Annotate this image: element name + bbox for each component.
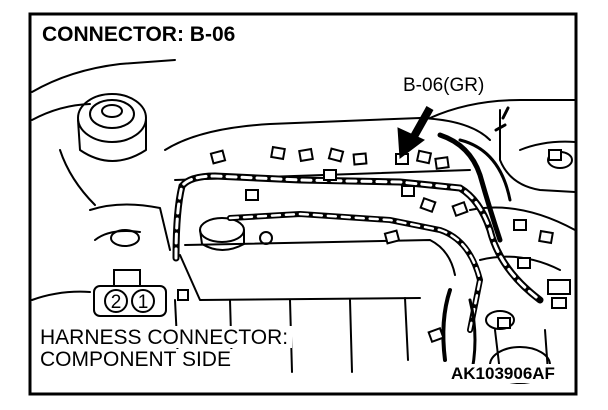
harness-connectors bbox=[177, 145, 571, 344]
connector-face-symbol: 2 1 bbox=[93, 269, 167, 317]
callout-arrow bbox=[397, 106, 434, 159]
caption-line-2: COMPONENT SIDE bbox=[40, 349, 235, 372]
connector-callout-label: B-06(GR) bbox=[401, 75, 487, 96]
connector-pin-2-number: 2 bbox=[111, 292, 122, 313]
caption-line-1: HARNESS CONNECTOR: bbox=[40, 326, 293, 348]
wiring-harness bbox=[172, 132, 544, 382]
diagram-title: CONNECTOR: B-06 bbox=[40, 22, 242, 48]
connector-pin-2 bbox=[104, 289, 128, 313]
figure-id: AK103906AF bbox=[448, 364, 558, 383]
connector-pin-1-number: 1 bbox=[138, 292, 149, 313]
connector-pin-1 bbox=[131, 289, 155, 313]
